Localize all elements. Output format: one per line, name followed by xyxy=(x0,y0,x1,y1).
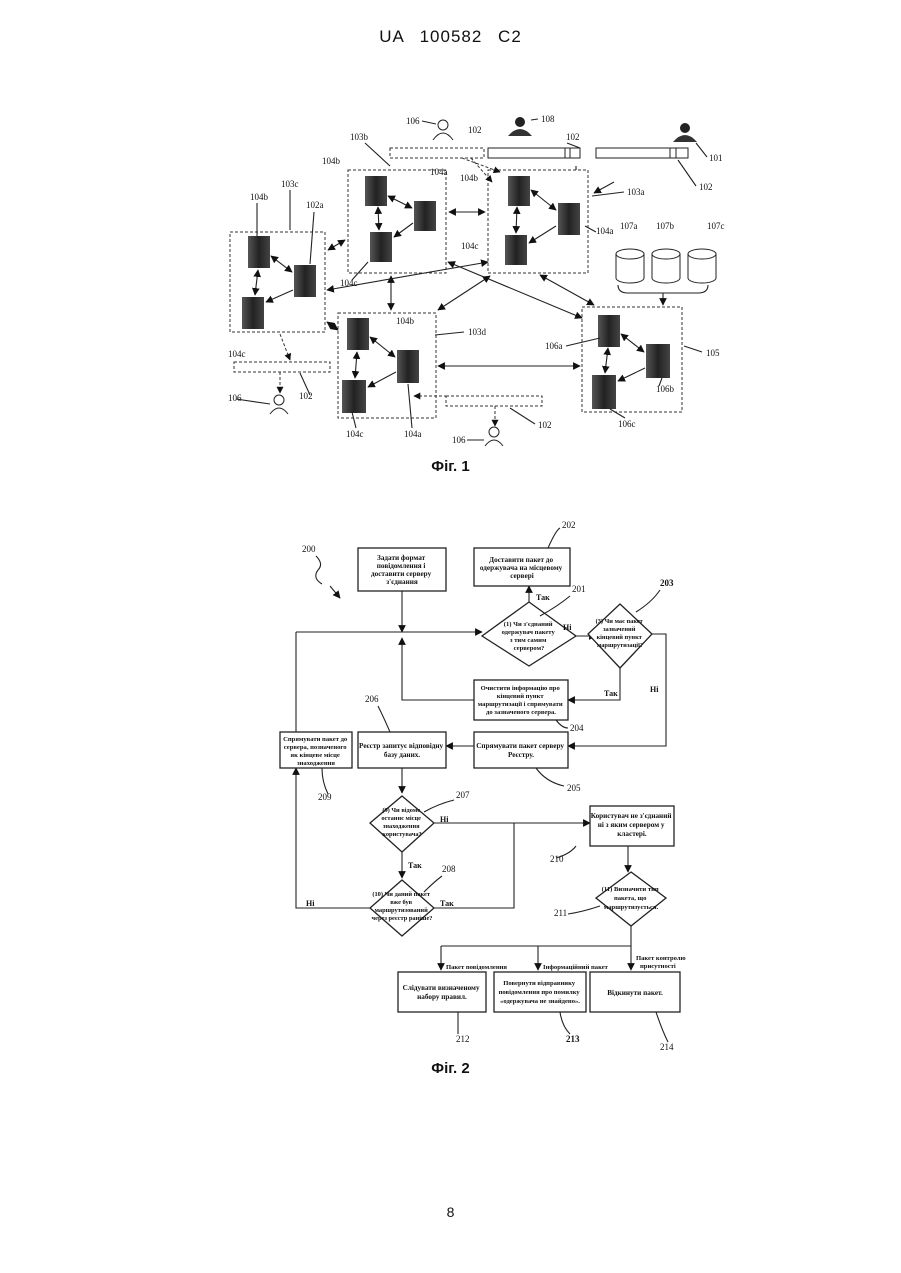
ref-205: 205 xyxy=(567,783,581,793)
page-number: 8 xyxy=(0,1204,901,1220)
ref-211: 211 xyxy=(554,908,567,918)
box-205 xyxy=(474,732,568,768)
fig2-box-texts: Задати формат повідомлення і доставити с… xyxy=(283,554,673,1005)
label-102-bot: 102 xyxy=(538,420,552,430)
label-104c-tm: 104c xyxy=(461,241,479,251)
ref-208: 208 xyxy=(442,864,456,874)
user-icon-101 xyxy=(673,123,697,142)
edge-presence-packet-1: Пакет контролю xyxy=(636,955,686,962)
label-104a-bot: 104a xyxy=(404,429,422,439)
edge-yes-207: Так xyxy=(408,861,422,870)
label-104b-mid: 104b xyxy=(396,316,415,326)
label-104c-top: 104c xyxy=(340,278,358,288)
label-103d: 103d xyxy=(468,327,487,337)
text-208: (10) Чи даний пакет вже був маршрутизова… xyxy=(372,891,433,922)
label-103b: 103b xyxy=(350,132,369,142)
ref-201: 201 xyxy=(572,584,586,594)
edge-no-208: Ні xyxy=(306,899,315,908)
label-102-top2: 102 xyxy=(566,132,580,142)
label-104b-tl: 104b xyxy=(322,156,341,166)
ref-207: 207 xyxy=(456,790,470,800)
user-icon-108-top xyxy=(508,117,532,136)
fig2-flowchart: Задати формат повідомлення і доставити с… xyxy=(280,520,686,1052)
label-107a: 107a xyxy=(620,221,638,231)
label-106-left: 106 xyxy=(228,393,242,403)
label-104b-left: 104b xyxy=(250,192,269,202)
label-104a-tr: 104a xyxy=(596,226,614,236)
label-104c-left: 104c xyxy=(228,349,246,359)
edge-presence-packet-2: присутності xyxy=(640,963,676,970)
label-103c: 103c xyxy=(281,179,299,189)
label-107c: 107c xyxy=(707,221,725,231)
label-105: 105 xyxy=(706,348,720,358)
ref-206: 206 xyxy=(365,694,379,704)
ref-212: 212 xyxy=(456,1034,470,1044)
box-212 xyxy=(398,972,486,1012)
ref-200: 200 xyxy=(302,544,316,554)
text-207: (9) Чи відоме останнє місце знаходження … xyxy=(381,807,422,838)
ref-204: 204 xyxy=(570,723,584,733)
database-107c xyxy=(688,249,716,283)
edge-yes-201: Так xyxy=(536,593,550,602)
label-106-bot: 106 xyxy=(452,435,466,445)
label-106-top: 106 xyxy=(406,116,420,126)
label-102a: 102a xyxy=(306,200,324,210)
label-102-left: 102 xyxy=(299,391,313,401)
label-106a: 106a xyxy=(545,341,563,351)
database-107b xyxy=(652,249,680,283)
label-101: 101 xyxy=(709,153,723,163)
text-204: Очистити інформацію про кінцевий пункт м… xyxy=(478,685,565,716)
user-icon-106-left xyxy=(270,395,288,414)
database-bracket xyxy=(618,285,708,305)
label-104c-bot: 104c xyxy=(346,429,364,439)
label-103a: 103a xyxy=(627,187,645,197)
ref-213: 213 xyxy=(566,1034,580,1044)
edge-yes-208: Так xyxy=(440,899,454,908)
label-102-top1: 102 xyxy=(468,125,482,135)
user-icon-106-bottom xyxy=(485,427,503,446)
edge-message-packet: Пакет повідомлення xyxy=(446,964,507,971)
text-213: Повернути відправнику повідомлення про п… xyxy=(499,980,582,1005)
ref-202: 202 xyxy=(562,520,576,530)
fig2-caption: Фіг. 2 xyxy=(0,1060,901,1077)
text-214: Відкинути пакет. xyxy=(607,988,663,997)
box-206 xyxy=(358,732,446,768)
ref-209: 209 xyxy=(318,792,332,802)
ref-214: 214 xyxy=(660,1042,674,1052)
label-107b: 107b xyxy=(656,221,675,231)
database-107a xyxy=(616,249,644,283)
edge-no-201: Ні xyxy=(563,623,572,632)
edge-yes-203: Так xyxy=(604,689,618,698)
label-102-right: 102 xyxy=(699,182,713,192)
edge-no-207: Ні xyxy=(440,815,449,824)
text-203: (3) Чи має пакет зазначений кінцевий пун… xyxy=(596,618,645,649)
ref-203: 203 xyxy=(660,578,674,588)
label-108-top: 108 xyxy=(541,114,555,124)
label-104b-tr: 104b xyxy=(460,173,479,183)
user-icon-106-top xyxy=(433,120,453,140)
label-106c: 106c xyxy=(618,419,636,429)
edge-no-203: Ні xyxy=(650,685,659,694)
label-104a-tl: 104a xyxy=(430,167,448,177)
fig1-network-diagram: 106 102 108 102 101 102 103b 104b 104a 1… xyxy=(228,114,725,446)
fig1-caption: Фіг. 1 xyxy=(0,458,901,475)
edge-info-packet: Інформаційний пакет xyxy=(543,964,609,971)
